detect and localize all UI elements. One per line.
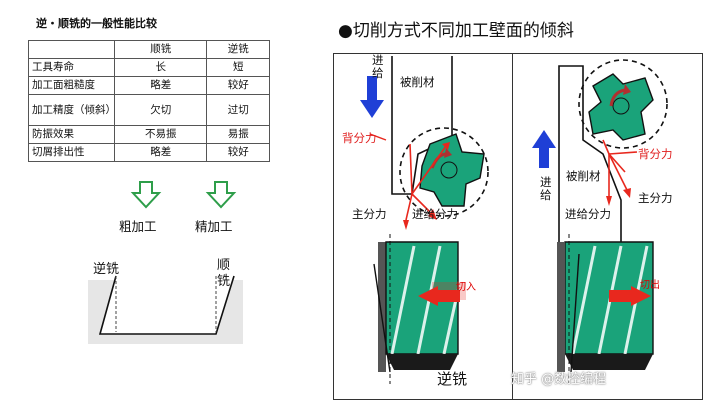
- diagram-frame: [333, 53, 703, 400]
- rough-machining-label: 粗加工: [119, 219, 157, 234]
- diagram-divider: [512, 53, 513, 399]
- up-milling-bottom-label: 逆铣: [437, 370, 468, 388]
- back-force-label-right: 背分力: [638, 147, 673, 161]
- right-title: ●切削方式不同加工壁面的倾斜: [338, 21, 574, 41]
- row-label: 加工面粗糙度: [28, 76, 115, 95]
- table-row: 加工精度（倾斜） 欠切 过切: [28, 94, 270, 126]
- table-header-down: 顺铣: [113, 40, 208, 59]
- cell-up: 短: [206, 58, 270, 77]
- table-title: 逆・顺铣的一般性能比较: [36, 17, 157, 30]
- workpiece-label-left: 被削材: [400, 75, 435, 89]
- table-row: 防振效果 不易振 易振: [28, 125, 270, 144]
- row-label: 工具寿命: [28, 58, 115, 77]
- cut-out-label: 切出: [640, 280, 660, 291]
- wall-tilt-sketch: [88, 275, 243, 344]
- cell-up: 过切: [206, 94, 270, 126]
- cell-up: 较好: [206, 143, 270, 162]
- up-milling-sketch-label: 逆铣: [93, 262, 120, 277]
- main-force-label-left: 主分力: [352, 207, 387, 221]
- table-header-row: 顺铣 逆铣: [28, 40, 270, 59]
- feed-force-label-left: 进给分力: [412, 207, 458, 221]
- row-label: 防振效果: [28, 125, 115, 144]
- table-header-up: 逆铣: [206, 40, 270, 59]
- table-header-blank: [28, 40, 115, 59]
- cell-down: 不易振: [113, 125, 208, 144]
- feed-label-right: 进给: [540, 175, 552, 202]
- table-row: 切屑排出性 略差 较好: [28, 143, 270, 162]
- row-label: 切屑排出性: [28, 143, 115, 162]
- cell-down: 长: [113, 58, 208, 77]
- down-milling-diagram: [532, 59, 668, 384]
- table-row: 工具寿命 长 短: [28, 58, 270, 77]
- cell-down: 略差: [113, 76, 208, 95]
- cell-down: 欠切: [113, 94, 208, 126]
- table-row: 加工面粗糙度 略差 较好: [28, 76, 270, 95]
- cut-in-label: 切入: [456, 282, 476, 293]
- cell-down: 略差: [113, 143, 208, 162]
- feed-label-left: 进给: [372, 53, 384, 80]
- down-arrow-icon: [205, 181, 237, 209]
- finish-machining-label: 精加工: [195, 219, 233, 234]
- back-force-label-left: 背分力: [342, 131, 377, 145]
- feed-force-label-right: 进给分力: [565, 207, 611, 221]
- main-force-label-right: 主分力: [638, 191, 673, 205]
- comparison-table: 顺铣 逆铣 工具寿命 长 短 加工面粗糙度 略差 较好 加工精度（倾斜） 欠切 …: [28, 40, 270, 162]
- up-milling-diagram: [360, 56, 489, 384]
- down-arrow-icon: [130, 181, 162, 209]
- down-milling-sketch-label: 顺铣: [217, 258, 231, 289]
- cell-up: 较好: [206, 76, 270, 95]
- row-label: 加工精度（倾斜）: [28, 94, 116, 126]
- workpiece-label-right: 被削材: [566, 169, 601, 183]
- cell-up: 易振: [206, 125, 270, 144]
- watermark: 知乎 @数控编程: [511, 372, 607, 387]
